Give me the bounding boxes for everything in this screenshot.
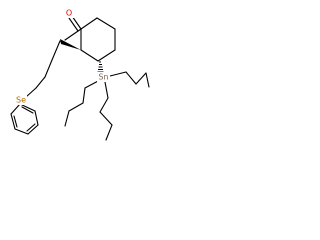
tributyl-groups — [64, 71, 150, 141]
molecule-diagram: O Se Sn — [10, 8, 150, 141]
phenyl-ring — [10, 103, 39, 135]
bond-c4-c3 — [97, 49, 116, 62]
wedge-bond-chain — [60, 39, 81, 50]
carbonyl-bond — [68, 15, 82, 32]
selenium-atom: Se — [15, 95, 27, 105]
cyclohexanone-ring — [64, 17, 116, 62]
bond-c6-c5 — [96, 17, 116, 30]
hashed-bond-tin — [97, 61, 104, 73]
oxygen-label: O — [66, 9, 72, 18]
bond-c1-c6 — [80, 17, 98, 30]
bond-c1-c2 — [64, 28, 82, 41]
tin-label: Sn — [98, 73, 108, 82]
selenium-label: Se — [16, 96, 26, 105]
bond-c3-c2 — [80, 49, 99, 62]
oxygen-atom: O — [64, 8, 74, 18]
tin-atom: Sn — [97, 72, 110, 82]
selenobutyl-chain — [25, 40, 61, 98]
